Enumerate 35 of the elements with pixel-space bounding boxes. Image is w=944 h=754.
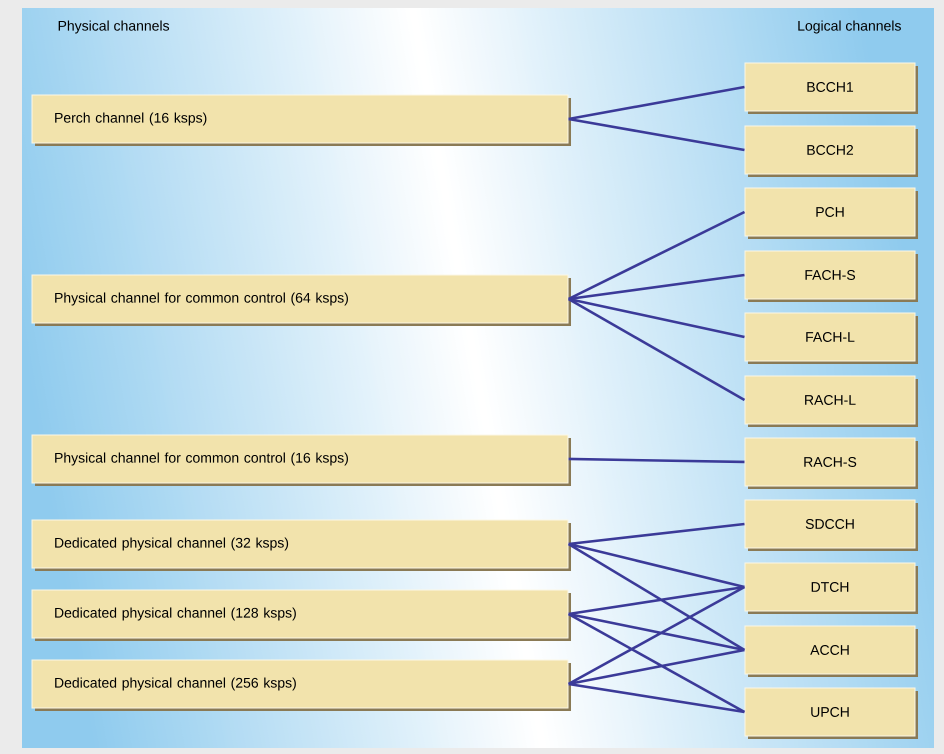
connector-line — [568, 522, 745, 546]
channel-box: SDCCH — [744, 499, 918, 551]
connector-line — [568, 612, 745, 652]
channel-box: RACH-L — [744, 375, 918, 427]
connector-line — [568, 298, 746, 402]
channel-box: Perch channel (16 ksps) — [32, 94, 571, 146]
column-heading: Logical channels — [798, 20, 901, 34]
connector-line — [568, 612, 746, 714]
channel-box: Physical channel for common control (64 ksps) — [32, 274, 571, 326]
connector-line — [568, 542, 745, 588]
channel-box: UPCH — [744, 687, 918, 739]
channel-box: Dedicated physical channel (128 ksps) — [32, 589, 571, 641]
connector-line — [568, 298, 745, 338]
channel-box: FACH-S — [744, 250, 918, 302]
channel-box: BCCH2 — [744, 126, 918, 177]
channel-box: PCH — [744, 188, 918, 239]
connector-line — [568, 118, 745, 152]
connector-line — [568, 648, 745, 686]
channel-box: ACCH — [744, 625, 918, 677]
channel-box: Physical channel for common control (16 ksps) — [32, 434, 571, 486]
channel-box: RACH-S — [744, 437, 918, 489]
connector-line — [568, 458, 745, 464]
connector-line — [568, 586, 745, 616]
column-heading: Physical channels — [58, 20, 170, 34]
connector-line — [568, 274, 745, 300]
connector-line — [568, 682, 745, 714]
connector-line — [568, 542, 746, 652]
connector-line — [568, 210, 746, 300]
channel-box: Dedicated physical channel (256 ksps) — [32, 659, 571, 711]
channel-box: BCCH1 — [744, 62, 918, 114]
channel-box: DTCH — [744, 562, 918, 614]
channel-box: Dedicated physical channel (32 ksps) — [32, 519, 571, 571]
channel-box: FACH-L — [744, 312, 918, 364]
connector-line — [568, 86, 745, 120]
connector-line — [568, 586, 746, 686]
